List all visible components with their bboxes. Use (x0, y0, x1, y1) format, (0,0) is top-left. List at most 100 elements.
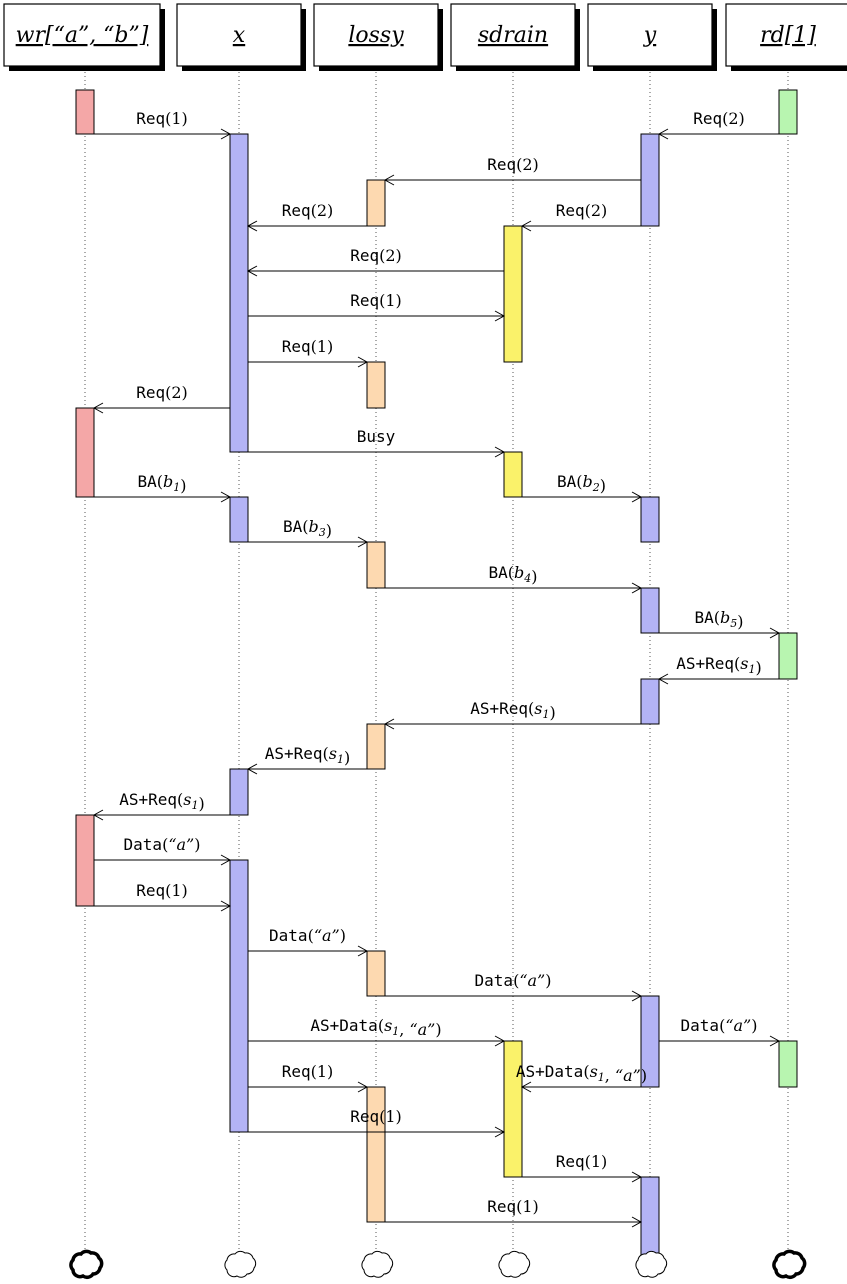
participant-x: x (176, 3, 306, 71)
activation-bar-lossy (366, 950, 386, 997)
participant-label: wr[“a”, “b”] (16, 23, 149, 48)
message-label: AS+Req(s1) (470, 699, 556, 722)
message-label: Req(2) (693, 109, 745, 128)
message-label: Req(1) (350, 1107, 402, 1126)
activation-bar-sdrain (503, 451, 523, 498)
activation-bar-wr (75, 407, 95, 498)
arrowhead-icon (631, 1171, 643, 1183)
participant-label: lossy (348, 23, 404, 48)
arrowhead-icon (92, 402, 104, 414)
participant-box (3, 3, 161, 67)
message-rd-to-y: AS+Req(s1) (657, 654, 779, 685)
message-rd-to-y: Req(2) (657, 109, 779, 140)
message-label: AS+Req(s1) (265, 744, 351, 767)
message-label: BA(b5) (694, 608, 743, 631)
arrowhead-icon (220, 128, 232, 140)
message-label: Req(1) (136, 881, 188, 900)
message-y-to-rd: BA(b5) (659, 608, 781, 639)
message-wr-to-x: BA(b1) (94, 472, 232, 503)
arrowhead-icon (357, 356, 369, 368)
arrowhead-icon (383, 718, 395, 730)
message-wr-to-x: Data(“a”) (94, 835, 232, 866)
message-label: Req(1) (350, 291, 402, 310)
message-sdrain-to-y: BA(b2) (522, 472, 643, 503)
participant-label: y (643, 23, 657, 48)
arrowhead-icon (631, 582, 643, 594)
arrowhead-icon (220, 854, 232, 866)
arrowhead-icon (769, 1035, 781, 1047)
participant-sdrain: sdrain (450, 3, 580, 71)
message-x-to-lossy: Req(1) (248, 337, 369, 368)
message-label: Req(2) (282, 201, 334, 220)
message-label: AS+Data(s1, “a”) (516, 1062, 647, 1085)
participant-box (725, 3, 847, 67)
arrowhead-icon (657, 128, 669, 140)
arrowhead-icon (246, 220, 258, 232)
message-lossy-to-y: Data(“a”) (385, 971, 643, 1002)
message-label: BA(b1) (137, 472, 186, 495)
activation-bar-y (640, 587, 660, 634)
arrowhead-icon (383, 174, 395, 186)
activation-bar-y (640, 133, 660, 227)
arrowhead-icon (357, 1081, 369, 1093)
arrowhead-icon (657, 673, 669, 685)
message-wr-to-x: Req(1) (94, 881, 232, 912)
activation-bar-sdrain (503, 1040, 523, 1178)
arrowhead-icon (631, 1216, 643, 1228)
message-label: BA(b2) (557, 472, 606, 495)
message-label: Req(1) (487, 1197, 539, 1216)
message-y-to-lossy: Req(2) (383, 155, 641, 186)
activation-bar-wr (75, 814, 95, 907)
arrowhead-icon (357, 945, 369, 957)
participant-label: sdrain (478, 23, 548, 48)
message-lossy-to-x: Req(2) (246, 201, 367, 232)
cloud-terminator-icon (69, 1249, 104, 1280)
message-label: Req(2) (350, 246, 402, 265)
arrowhead-icon (631, 491, 643, 503)
message-label: Req(2) (136, 383, 188, 402)
activation-bar-rd (778, 1040, 798, 1088)
message-label: BA(b3) (283, 517, 332, 540)
message-lossy-to-y: BA(b4) (385, 563, 643, 594)
arrowhead-icon (769, 627, 781, 639)
arrowhead-icon (520, 220, 532, 232)
message-label: AS+Req(s1) (676, 654, 762, 677)
participant-wr: wr[“a”, “b”] (3, 3, 165, 71)
activation-bar-y (640, 1176, 660, 1265)
participant-box (450, 3, 576, 67)
message-label: Req(1) (282, 1062, 334, 1081)
arrowhead-icon (220, 491, 232, 503)
arrowhead-icon (494, 310, 506, 322)
message-label: AS+Data(s1, “a”) (310, 1016, 441, 1039)
message-label: BA(b4) (488, 563, 537, 586)
activation-bar-rd (778, 632, 798, 680)
arrowhead-icon (494, 1035, 506, 1047)
message-label: Req(2) (556, 201, 608, 220)
cloud-dotted-terminator-icon (498, 1250, 531, 1278)
activation-bar-lossy (366, 1086, 386, 1223)
cloud-dotted-terminator-icon (361, 1250, 394, 1278)
arrowhead-icon (246, 763, 258, 775)
message-lossy-to-x: AS+Req(s1) (246, 744, 367, 775)
arrowhead-icon (520, 1081, 532, 1093)
message-label: Req(1) (136, 109, 188, 128)
message-y-to-sdrain: AS+Data(s1, “a”) (516, 1062, 647, 1093)
message-label: Data(“a”) (475, 971, 552, 990)
message-label: Req(1) (556, 1152, 608, 1171)
arrowhead-icon (220, 900, 232, 912)
activation-bar-x (229, 859, 249, 1133)
terminators (69, 1249, 807, 1280)
message-x-to-lossy: Data(“a”) (248, 926, 369, 957)
activation-bar-x (229, 768, 249, 816)
message-label: Req(2) (487, 155, 539, 174)
message-x-to-lossy: Req(1) (248, 1062, 369, 1093)
activation-bar-lossy (366, 541, 386, 589)
message-x-to-lossy: BA(b3) (248, 517, 369, 548)
arrowhead-icon (494, 446, 506, 458)
activation-bar-wr (75, 89, 95, 135)
activation-bar-y (640, 496, 660, 543)
participant-lossy: lossy (313, 3, 443, 71)
activation-bar-x (229, 496, 249, 543)
